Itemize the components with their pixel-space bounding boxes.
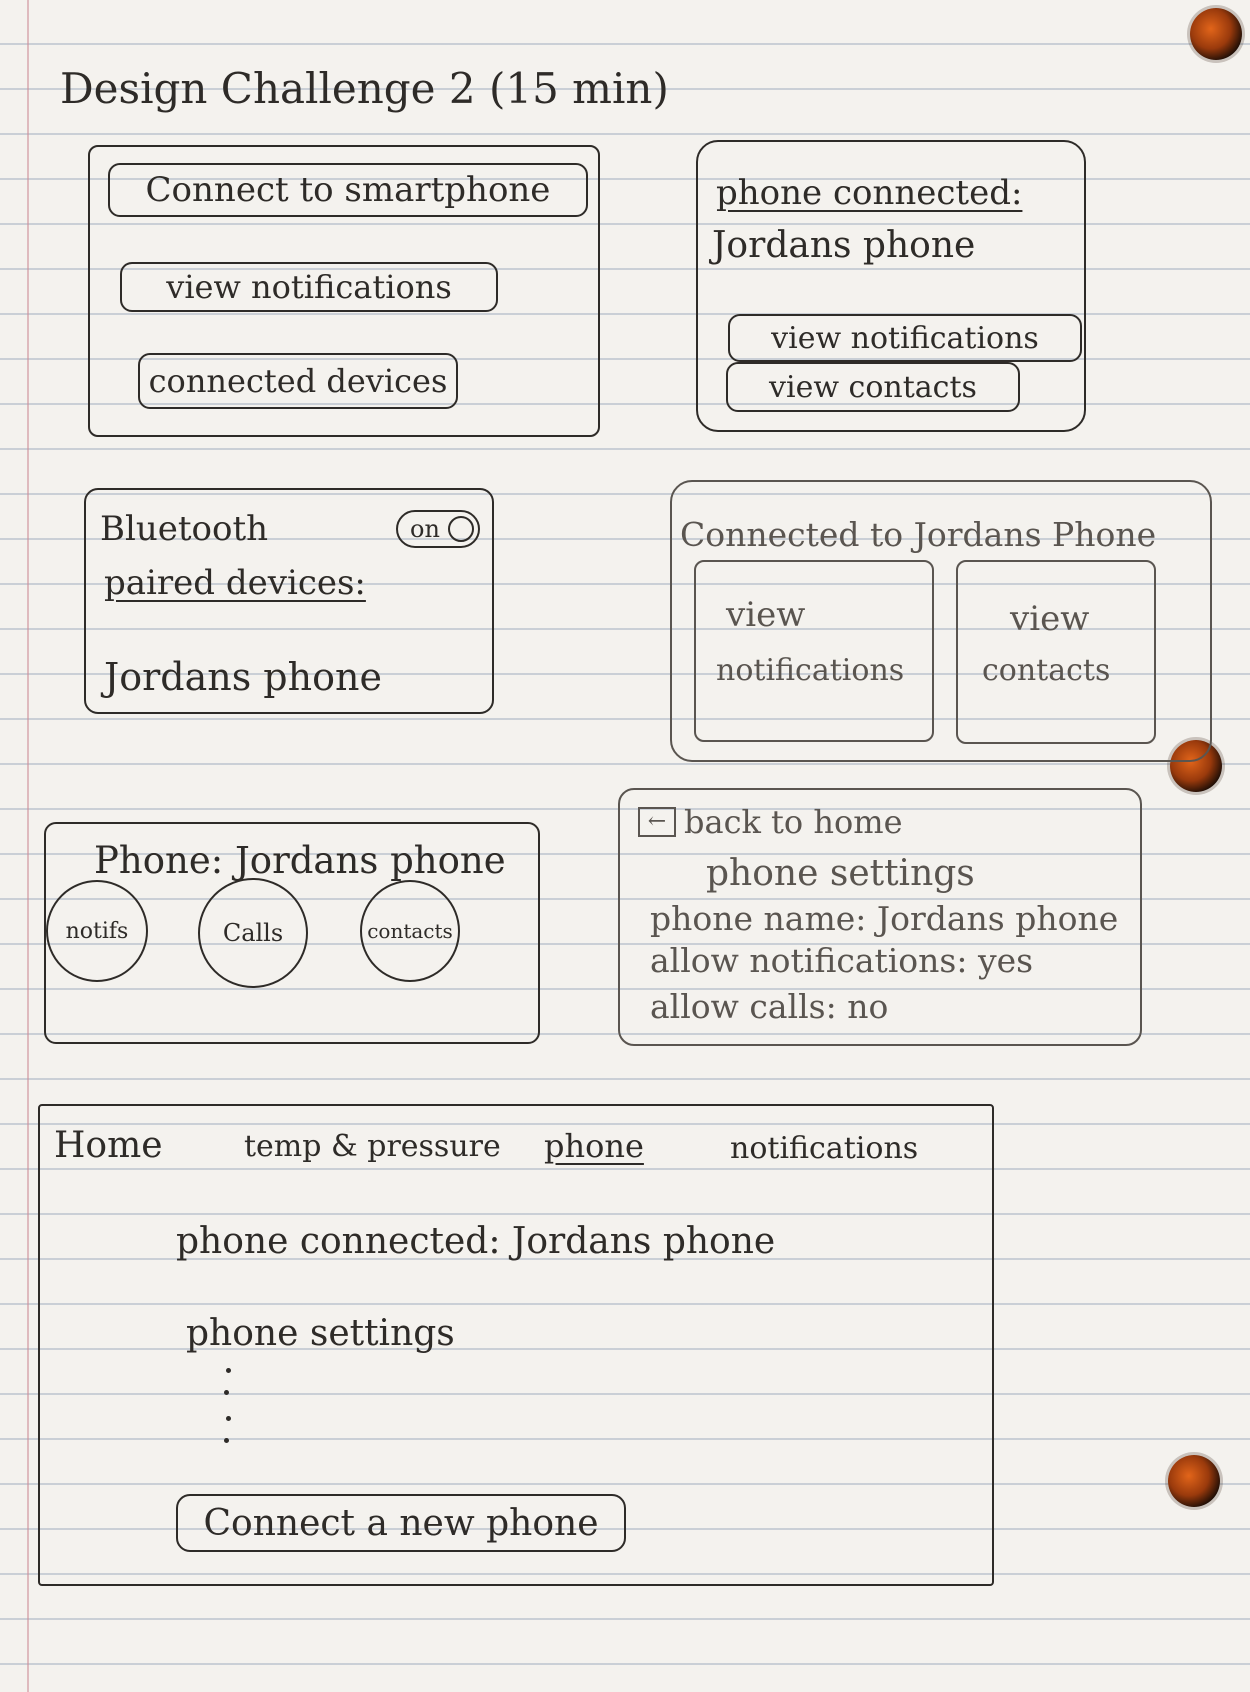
bluetooth-label: Bluetooth [100,509,269,549]
phone-heading: Phone: Jordans phone [94,839,506,882]
bluetooth-toggle-label: on [410,515,440,543]
setting-allow-notifications[interactable]: allow notifications: yes [650,941,1034,980]
contacts-circle-label: contacts [367,919,453,943]
view-notifications-button[interactable]: view notifications [728,314,1082,362]
phone-connected-status: phone connected: Jordans phone [176,1221,776,1262]
notifs-circle-label: notifs [65,918,129,944]
connect-new-phone-button[interactable]: Connect a new phone [176,1494,626,1552]
notifs-circle-button[interactable]: notifs [46,880,148,982]
ellipsis-dot [226,1368,231,1373]
phone-settings-link[interactable]: phone settings [186,1313,455,1354]
phone-settings-heading: phone settings [706,853,975,894]
back-to-home-label: back to home [684,803,903,841]
binder-hole-bottom [1168,1455,1220,1507]
toggle-knob-icon [448,516,474,542]
binder-hole-top [1190,8,1242,60]
nav-tab-temp-pressure[interactable]: temp & pressure [244,1129,501,1164]
wireframe-phone-connected [696,140,1086,432]
paired-device-item[interactable]: Jordans phone [104,655,382,699]
setting-phone-name: phone name: Jordans phone [650,899,1119,938]
phone-name-label: Jordans phone [712,225,976,266]
back-arrow-icon: ← [638,807,676,837]
wireframe-phone-settings [618,788,1142,1046]
tile-contacts-line2: contacts [982,653,1111,688]
view-contacts-button[interactable]: view contacts [726,362,1020,412]
tile-notifications-line1: view [726,595,806,635]
wireframe-bluetooth [84,488,494,714]
connected-heading: Connected to Jordans Phone [680,515,1157,554]
view-contacts-tile[interactable] [956,560,1156,744]
contacts-circle-button[interactable]: contacts [360,880,460,982]
phone-connected-heading: phone connected: [716,173,1023,213]
connected-devices-button[interactable]: connected devices [138,353,458,409]
nav-tab-notifications[interactable]: notifications [730,1131,919,1166]
back-to-home-link[interactable]: ← back to home [638,806,903,838]
page-title: Design Challenge 2 (15 min) [60,64,669,113]
wireframe-connected-tiles [670,480,1212,762]
nav-tab-home[interactable]: Home [54,1125,163,1166]
view-notifications-button[interactable]: view notifications [120,262,498,312]
wireframe-home-menu [88,145,600,437]
ellipsis-dot [224,1390,229,1395]
bluetooth-toggle[interactable]: on [396,510,480,548]
calls-circle-label: Calls [222,919,284,947]
setting-allow-calls[interactable]: allow calls: no [650,987,889,1026]
view-notifications-tile[interactable] [694,560,934,742]
wireframe-phone-page [38,1104,994,1586]
tile-notifications-line2: notifications [716,653,905,688]
calls-circle-button[interactable]: Calls [198,878,308,988]
connect-to-smartphone-button[interactable]: Connect to smartphone [108,163,588,217]
tile-contacts-line1: view [1010,599,1090,639]
paired-devices-heading: paired devices: [104,563,366,603]
nav-tab-phone[interactable]: phone [544,1127,644,1165]
wireframe-phone-circles [44,822,540,1044]
ellipsis-dot [224,1438,229,1443]
ellipsis-dot [226,1416,231,1421]
